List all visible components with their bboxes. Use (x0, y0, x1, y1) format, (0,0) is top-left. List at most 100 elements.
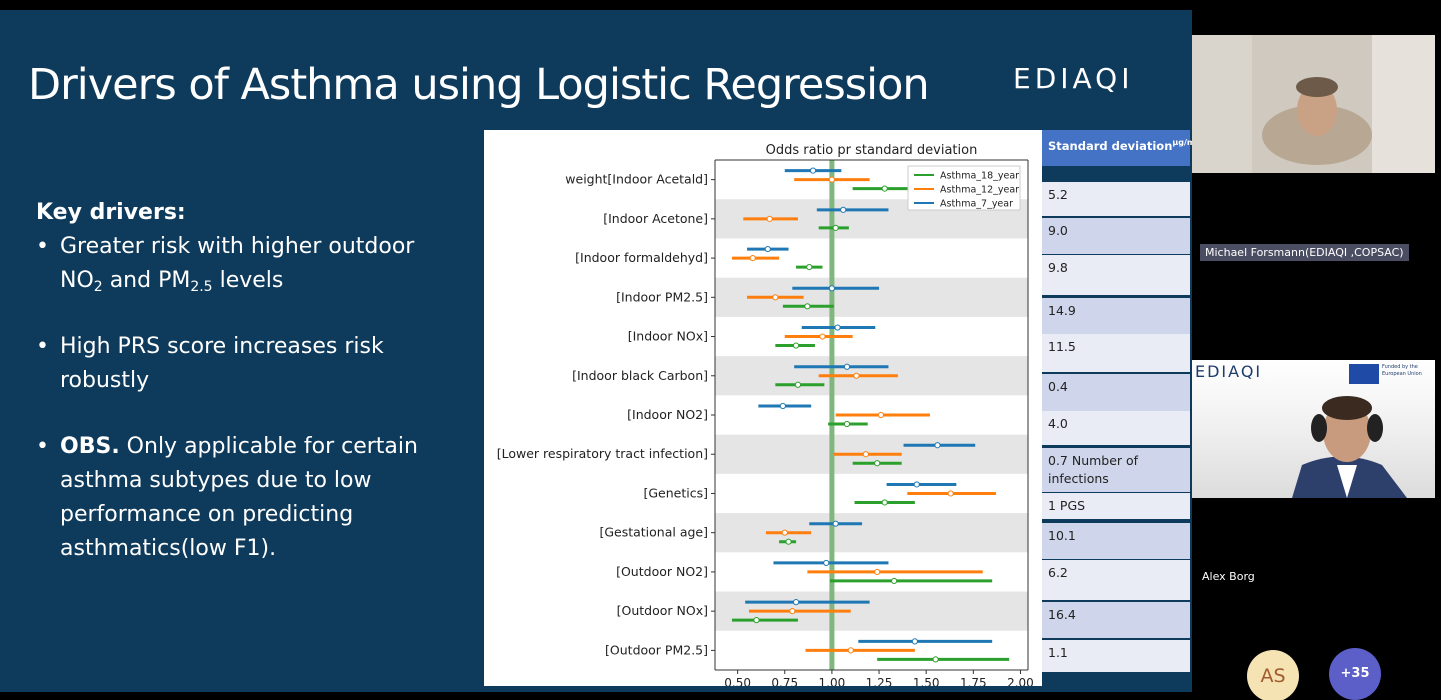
subscript: 2 (93, 279, 103, 295)
more-participants-button[interactable]: +35 (1329, 648, 1381, 700)
x-tick-label: 1.00 (819, 676, 846, 686)
ediaqi-logo: EDIAQI (1013, 62, 1134, 95)
category-label: [Gestational age] (599, 525, 708, 540)
person-silhouette-icon (1192, 35, 1435, 173)
person-silhouette-icon (1292, 396, 1407, 498)
eu-funding-text: Funded by the European Union (1382, 364, 1422, 377)
bullet-text: NO (60, 268, 94, 293)
category-label: [Lower respiratory tract infection] (497, 446, 708, 461)
std-dev-column: Standard deviationµg/m³ 5.29.09.814.911.… (1042, 130, 1192, 672)
std-dev-value: 6.2 (1042, 560, 1190, 600)
point-estimate (832, 520, 839, 527)
bullet-text: asthmatics(low F1). (60, 536, 277, 561)
point-estimate (934, 442, 941, 449)
category-label: [Genetics] (643, 485, 708, 500)
point-estimate (809, 167, 817, 174)
x-tick-label: 0.50 (724, 676, 751, 686)
point-estimate (881, 185, 888, 192)
participant-video-tile[interactable]: EDIAQI Funded by the European Union (1192, 360, 1435, 498)
bullet-text: High PRS score increases risk (60, 334, 384, 359)
point-estimate (781, 529, 788, 536)
point-estimate (764, 245, 771, 253)
point-estimate (792, 342, 800, 349)
bullet-text: asthma subtypes due to low (60, 468, 372, 493)
point-estimate (823, 559, 830, 567)
bullet-text: levels (212, 268, 284, 293)
std-dev-value: 5.2 (1042, 182, 1190, 216)
bullet-bold: OBS. (60, 434, 120, 459)
bullet-text: Only applicable for certain (119, 434, 418, 459)
participant-name-label: Alex Borg (1202, 570, 1255, 583)
point-estimate (881, 499, 888, 506)
subscript: 2.5 (190, 279, 213, 295)
presentation-slide: Drivers of Asthma using Logistic Regress… (0, 10, 1192, 692)
std-dev-value: 4.0 (1042, 411, 1190, 445)
point-estimate (804, 303, 811, 310)
point-estimate (834, 324, 841, 331)
point-estimate (877, 411, 885, 419)
point-estimate (819, 333, 826, 340)
point-estimate (843, 363, 851, 370)
std-dev-value: 16.4 (1042, 602, 1190, 638)
bullet-prs-score: High PRS score increases risk robustly (36, 330, 456, 398)
std-dev-value: 9.8 (1042, 255, 1190, 295)
point-estimate (832, 224, 839, 231)
std-dev-value: 1 PGS (1042, 493, 1190, 519)
point-estimate (828, 176, 836, 183)
tile-ediaqi-logo: EDIAQI (1195, 362, 1263, 381)
category-label: [Indoor NOx] (628, 329, 708, 344)
point-estimate (947, 490, 954, 497)
category-label: [Indoor PM2.5] (616, 289, 708, 304)
x-tick-label: 1.50 (913, 676, 940, 686)
point-estimate (749, 254, 756, 262)
point-estimate (779, 402, 786, 410)
std-dev-header: Standard deviationµg/m³ (1042, 130, 1192, 166)
point-estimate (911, 638, 918, 645)
avatar[interactable]: AS (1247, 650, 1299, 700)
point-estimate (789, 608, 796, 615)
std-dev-unit: µg/m³ (1172, 138, 1192, 147)
category-label: [Indoor Acetone] (603, 211, 708, 226)
bullet-text: performance on predicting (60, 502, 354, 527)
bullet-obs: OBS. Only applicable for certain asthma … (36, 430, 456, 566)
category-label: [Indoor black Carbon] (572, 368, 708, 383)
presenter-video-tile[interactable] (1192, 35, 1435, 173)
x-tick-label: 1.75 (960, 676, 987, 686)
point-estimate (792, 599, 800, 606)
legend-label: Asthma_7_year (940, 199, 1013, 210)
std-dev-value: 11.5 (1042, 334, 1190, 372)
bullet-list: Key drivers: Greater risk with higher ou… (36, 196, 456, 566)
category-label: [Outdoor NO2] (616, 564, 708, 579)
x-tick-label: 1.25 (866, 676, 893, 686)
bullet-text: Greater risk with higher outdoor (60, 234, 415, 259)
point-estimate (794, 381, 802, 388)
std-dev-value: 0.4 (1042, 374, 1190, 414)
point-estimate (862, 451, 869, 458)
eu-flag-icon (1349, 364, 1379, 384)
reference-line (829, 160, 835, 670)
std-dev-value: 0.7 Number of infections (1042, 448, 1190, 492)
point-estimate (843, 420, 851, 428)
bullets-heading: Key drivers: (36, 200, 186, 225)
video-participants-panel: Michael Forsmann(EDIAQI ,COPSAC) EDIAQI … (1192, 0, 1441, 700)
legend-label: Asthma_12_year (940, 185, 1019, 196)
point-estimate (891, 577, 898, 585)
bullet-outdoor-risk: Greater risk with higher outdoor NO2 and… (36, 230, 456, 298)
category-label: [Indoor formaldehyd] (575, 250, 708, 265)
row-band (715, 513, 1028, 553)
point-estimate (847, 647, 854, 654)
point-estimate (913, 481, 920, 488)
legend-label: Asthma_18_year (940, 171, 1019, 182)
point-estimate (753, 617, 760, 624)
point-estimate (785, 538, 792, 545)
bullet-text: and PM (102, 268, 191, 293)
x-tick-label: 0.75 (771, 676, 798, 686)
category-label: [Outdoor PM2.5] (605, 642, 708, 657)
std-dev-value: 1.1 (1042, 640, 1190, 672)
point-estimate (874, 460, 881, 467)
std-dev-value: 9.0 (1042, 218, 1190, 254)
std-dev-header-label: Standard deviation (1048, 139, 1173, 153)
point-estimate (828, 285, 836, 292)
